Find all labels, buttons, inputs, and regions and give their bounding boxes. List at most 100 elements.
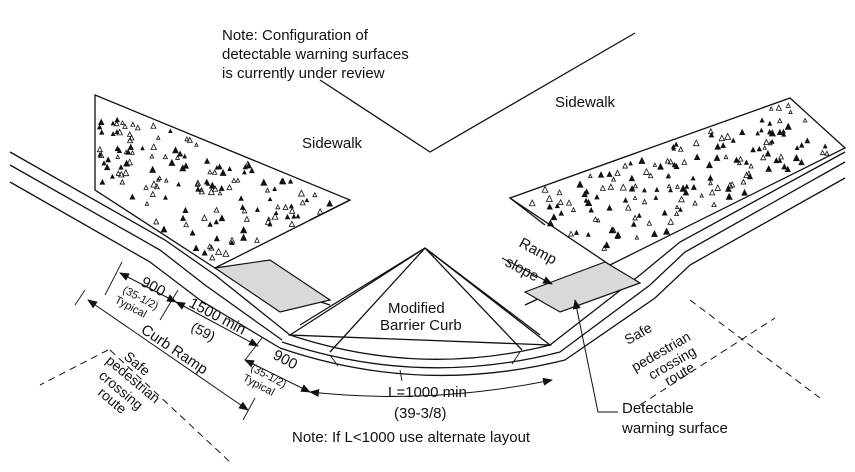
- speckle-mark: [168, 128, 173, 133]
- speckle-mark: [238, 195, 244, 201]
- speckle-mark: [241, 169, 247, 175]
- speckle-mark: [634, 234, 640, 240]
- speckle-mark: [150, 143, 158, 150]
- speckle-mark: [784, 122, 792, 130]
- speckle-mark: [122, 123, 128, 129]
- speckle-mark: [777, 117, 783, 124]
- speckle-mark: [101, 160, 107, 166]
- curb-lines-left: [9, 151, 291, 349]
- speckle-mark: [651, 230, 658, 237]
- speckle-mark: [96, 124, 103, 130]
- speckle-mark: [195, 186, 201, 192]
- speckle-mark: [155, 135, 161, 140]
- safe-right-1: Safe: [622, 319, 655, 347]
- speckle-mark: [130, 149, 135, 155]
- speckle-mark: [585, 231, 591, 237]
- speckle-mark: [153, 183, 160, 190]
- speckle-mark: [184, 136, 190, 142]
- note-review-line2: detectable warning surfaces: [222, 46, 409, 63]
- speckle-mark: [208, 181, 216, 189]
- speckle-mark: [557, 198, 564, 205]
- speckle-mark: [157, 175, 163, 181]
- speckle-mark: [641, 187, 647, 193]
- speckle-mark: [211, 169, 218, 175]
- speckle-mark: [284, 213, 291, 220]
- speckle-mark: [792, 153, 801, 162]
- speckle-mark: [554, 202, 560, 209]
- speckle-mark: [189, 229, 196, 236]
- speckle-mark: [723, 154, 729, 160]
- speckle-mark: [773, 157, 780, 164]
- curb-bottom-curve: [279, 334, 566, 382]
- speckle-mark: [708, 188, 716, 196]
- speckle-mark: [183, 221, 190, 228]
- speckle-mark: [714, 143, 722, 150]
- barrier-label-2: Barrier Curb: [380, 317, 462, 334]
- speckle-mark: [316, 208, 324, 215]
- speckle-mark: [756, 145, 763, 152]
- speckle-mark: [628, 185, 636, 192]
- speckle-mark: [201, 214, 208, 221]
- speckle-mark: [134, 124, 141, 131]
- speckle-mark: [628, 160, 633, 166]
- speckle-mark: [99, 178, 106, 185]
- speckle-mark: [129, 193, 136, 200]
- speckle-mark: [110, 131, 116, 137]
- speckle-mark: [798, 142, 805, 148]
- speckle-mark: [767, 120, 773, 126]
- speckle-mark: [194, 181, 201, 187]
- sidewalk-left-block: [94, 94, 352, 269]
- speckle-mark: [725, 185, 732, 192]
- warning-surface-right: [523, 261, 642, 313]
- speckle-mark: [720, 142, 727, 149]
- speckle-mark: [733, 156, 740, 163]
- speckle-mark: [802, 117, 808, 123]
- dim-l1000: L=1000 min: [388, 384, 467, 401]
- speckle-mark: [528, 199, 536, 207]
- speckle-mark: [587, 173, 593, 179]
- speckle-mark: [240, 233, 248, 241]
- speckle-mark: [208, 244, 215, 251]
- speckle-mark: [767, 140, 773, 146]
- speckle-mark: [599, 184, 606, 191]
- barrier-label-1: Modified: [388, 300, 445, 317]
- speckle-mark: [550, 213, 558, 221]
- speckle-mark: [149, 165, 157, 173]
- speckle-mark: [204, 157, 211, 164]
- speckle-mark: [260, 178, 268, 186]
- speckle-mark: [699, 192, 705, 198]
- speckle-mark: [114, 116, 120, 123]
- speckle-mark: [546, 203, 553, 210]
- speckle-mark: [295, 213, 301, 219]
- speckle-mark: [212, 185, 219, 192]
- speckle-mark: [677, 146, 684, 152]
- speckle-mark: [679, 184, 687, 192]
- speckle-mark: [264, 187, 271, 193]
- speckle-mark: [606, 204, 613, 211]
- speckle-mark: [690, 183, 697, 190]
- speckle-mark: [736, 160, 742, 166]
- speckle-mark: [176, 181, 181, 187]
- speckle-mark: [240, 226, 248, 234]
- speckle-mark: [150, 180, 158, 188]
- speckle-mark: [198, 186, 204, 193]
- speckle-mark: [126, 131, 133, 137]
- speckle-mark: [143, 184, 149, 190]
- speckle-mark: [122, 168, 130, 177]
- speckle-mark: [125, 148, 132, 155]
- speckle-mark: [614, 231, 622, 238]
- speckle-mark: [153, 218, 160, 225]
- speckle-mark: [614, 169, 621, 176]
- speckle-mark: [275, 203, 281, 210]
- speckle-mark: [581, 190, 588, 198]
- speckle-mark: [632, 183, 638, 189]
- speckle-mark: [168, 158, 176, 166]
- speckle-mark: [641, 198, 648, 205]
- speckle-mark: [707, 127, 714, 134]
- speckle-mark: [207, 188, 215, 196]
- speckle-mark: [288, 207, 296, 214]
- speckle-mark: [96, 145, 104, 153]
- ramp-slope-arrow: [501, 257, 553, 285]
- crossing-lines-right: [639, 299, 821, 406]
